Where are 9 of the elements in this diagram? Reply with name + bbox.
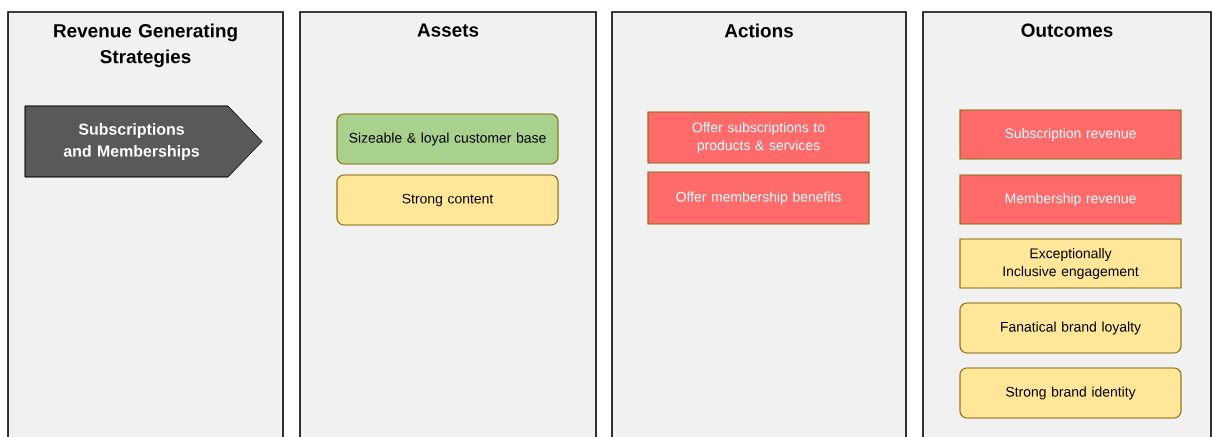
process-box: Offer membership benefits bbox=[647, 171, 870, 225]
process-box: Offer subscriptions to products & services bbox=[647, 111, 870, 164]
rounded-box: Strong content bbox=[336, 174, 559, 226]
rounded-box: Strong brand identity bbox=[959, 367, 1182, 419]
rounded-box: Sizeable & loyal customer base bbox=[336, 113, 559, 165]
rounded-box: Fanatical brand loyalty bbox=[959, 302, 1182, 354]
process-box: Exceptionally Inclusive engagement bbox=[959, 238, 1182, 289]
process-box: Membership revenue bbox=[959, 174, 1182, 225]
process-box: Subscription revenue bbox=[959, 109, 1182, 160]
